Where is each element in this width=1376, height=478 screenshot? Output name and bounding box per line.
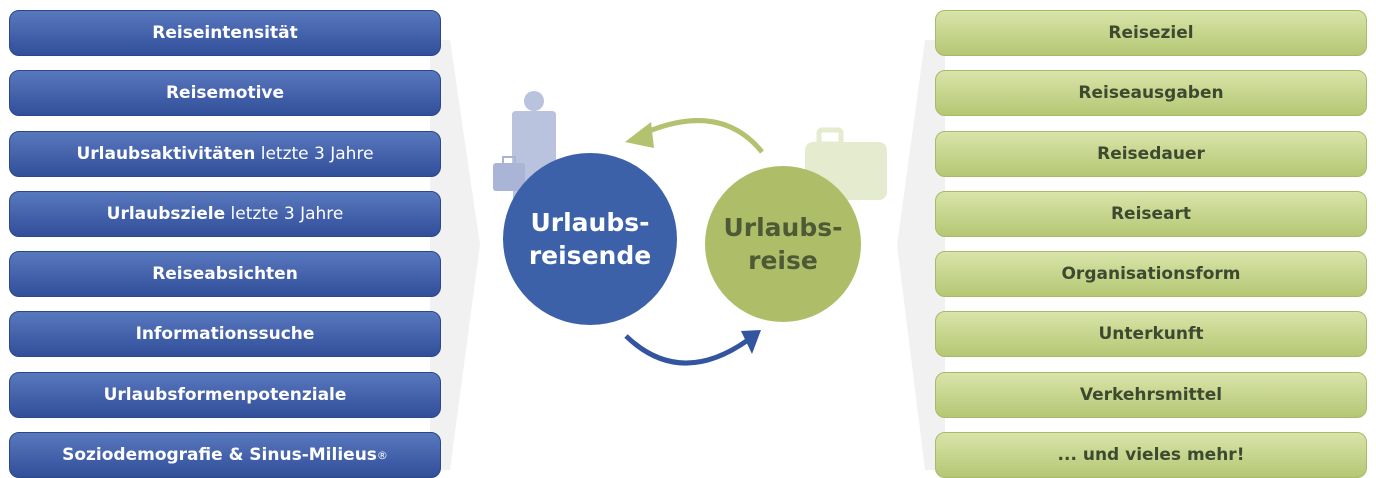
right-item-4: Organisationsform	[935, 251, 1367, 297]
left-item-0: Reiseintensität	[9, 10, 441, 56]
left-item-bold-text: Urlaubsziele	[106, 204, 226, 224]
arrow-icon	[624, 118, 764, 366]
right-item-6: Verkehrsmittel	[935, 372, 1367, 418]
right-item-2: Reisedauer	[935, 131, 1367, 177]
right-item-1: Reiseausgaben	[935, 70, 1367, 116]
left-item-6: Urlaubsformenpotenziale	[9, 372, 441, 418]
left-item-normal-text: letzte 3 Jahre	[225, 204, 344, 224]
left-item-2: Urlaubsaktivitäten letzte 3 Jahre	[9, 131, 441, 177]
circle-urlaubsreisende: Urlaubs- reisende	[503, 153, 677, 325]
left-item-bold-text: Reiseabsichten	[152, 264, 298, 284]
left-item-4: Reiseabsichten	[9, 251, 441, 297]
right-item-0: Reiseziel	[935, 10, 1367, 56]
left-item-normal-text: letzte 3 Jahre	[255, 144, 374, 164]
left-item-bold-text: Urlaubsformenpotenziale	[103, 385, 347, 405]
left-item-5: Informationssuche	[9, 311, 441, 357]
left-item-bold-text: Informationssuche	[135, 324, 315, 344]
left-item-bold-text: Urlaubsaktivitäten	[76, 144, 256, 164]
right-item-3: Reiseart	[935, 191, 1367, 237]
circle-urlaubsreise: Urlaubs- reise	[705, 166, 861, 322]
left-item-1: Reisemotive	[9, 70, 441, 116]
right-chevron-shape	[897, 40, 945, 470]
registered-mark: ®	[376, 448, 388, 462]
left-item-3: Urlaubsziele letzte 3 Jahre	[9, 191, 441, 237]
left-chevron-shape	[430, 40, 480, 470]
left-item-bold-text: Soziodemografie & Sinus-Milieus	[62, 445, 377, 465]
left-item-bold-text: Reiseintensität	[152, 23, 298, 43]
left-item-bold-text: Reisemotive	[165, 83, 285, 103]
right-item-5: Unterkunft	[935, 311, 1367, 357]
